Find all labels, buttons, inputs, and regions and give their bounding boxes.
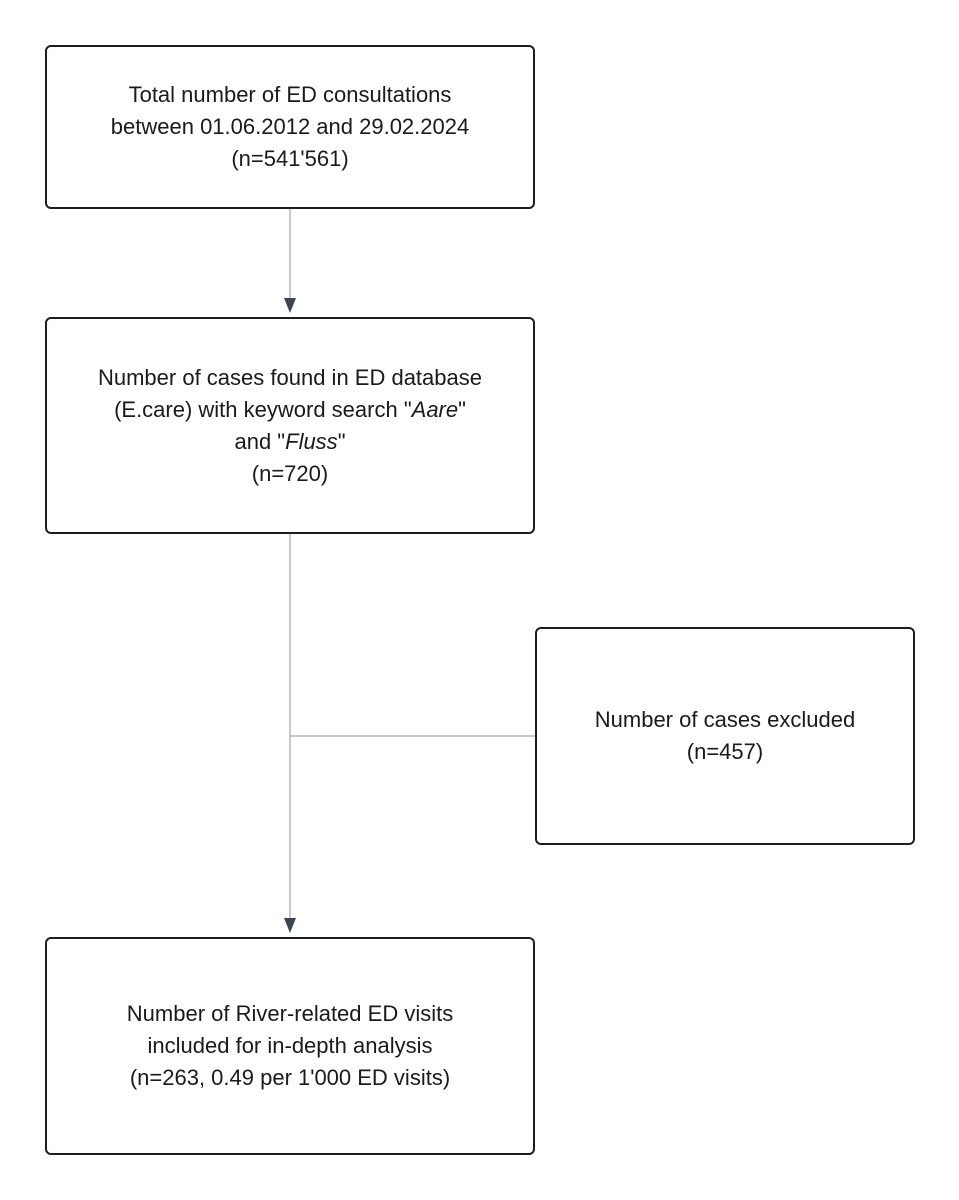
- search-box-count: (n=720): [251, 460, 329, 486]
- total-box-line-2: between 01.06.2012 and 29.02.2024: [110, 114, 470, 139]
- excluded-box-count: (n=457): [686, 739, 764, 764]
- excluded-box-line-1: Number of cases excluded: [594, 707, 856, 732]
- keyword-aare: Aare: [411, 396, 459, 422]
- total-box-line-1: Total number of ED consultations: [128, 82, 452, 107]
- search-box-line-2: (E.care) with keyword search "Aare": [114, 394, 466, 426]
- total-box-count: (n=541'561): [231, 146, 349, 171]
- search-box-line-3: and "Fluss": [234, 426, 345, 458]
- search-box-line-2-prefix: (E.care) with keyword search ": [114, 396, 412, 422]
- included-box-count: (n=263, 0.49 per 1'000 ED visits): [129, 1065, 451, 1090]
- included-box-line-1: Number of River-related ED visits: [126, 1001, 454, 1026]
- keyword-fluss: Fluss: [285, 428, 338, 454]
- total-consultations-box: Total number of ED consultations between…: [45, 45, 535, 209]
- search-box-line-1: Number of cases found in ED database: [97, 364, 482, 390]
- arrowhead-included: [284, 918, 296, 933]
- excluded-cases-box: Number of cases excluded (n=457): [535, 627, 915, 845]
- search-box-line-2-suffix: ": [458, 396, 466, 422]
- included-box-line-2: included for in-depth analysis: [147, 1033, 433, 1058]
- keyword-search-box: Number of cases found in ED database (E.…: [45, 317, 535, 534]
- search-box-line-3-suffix: ": [337, 428, 346, 454]
- included-visits-box: Number of River-related ED visits includ…: [45, 937, 535, 1155]
- search-box-line-3-prefix: and ": [234, 428, 286, 454]
- arrowhead-search: [284, 298, 296, 313]
